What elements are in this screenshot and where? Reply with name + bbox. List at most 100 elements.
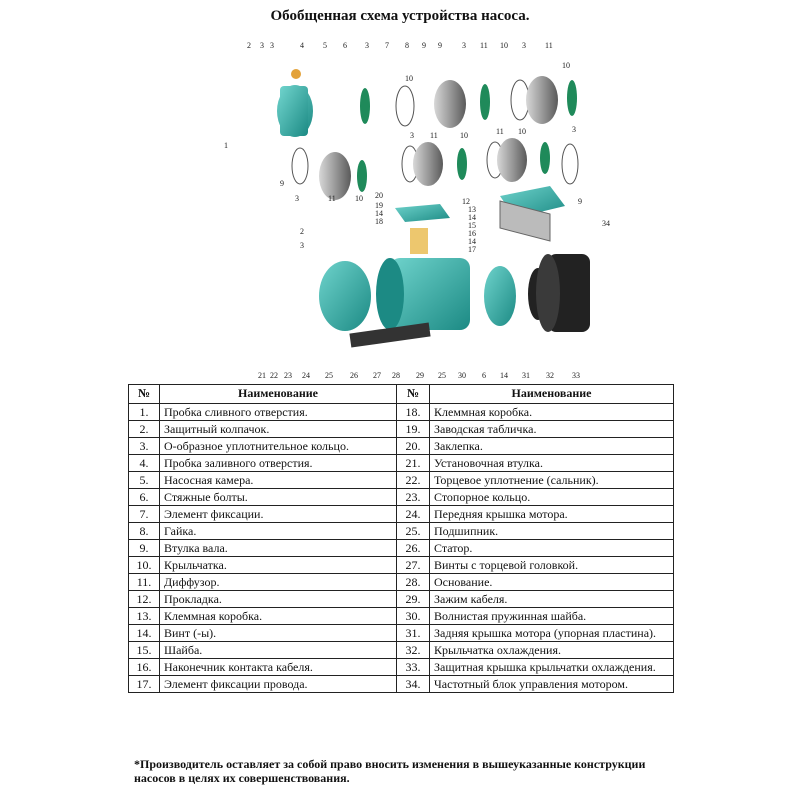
svg-text:21: 21	[258, 371, 266, 380]
part-number: 26.	[396, 539, 430, 557]
manufacturer-note: *Производитель оставляет за собой право …	[134, 757, 646, 785]
part-name: Передняя крышка мотора.	[429, 505, 674, 523]
table-row: 7.Элемент фиксации.24.Передняя крышка мо…	[128, 505, 674, 523]
part-number: 31.	[396, 624, 430, 642]
svg-text:10: 10	[562, 61, 570, 70]
part-number: 21.	[396, 454, 430, 472]
motor-part	[319, 254, 590, 348]
svg-text:11: 11	[430, 131, 438, 140]
parts-table: № Наименование № Наименование 1.Пробка с…	[128, 384, 674, 693]
part-number: 27.	[396, 556, 430, 574]
svg-text:33: 33	[572, 371, 580, 380]
part-name: Защитный колпачок.	[159, 420, 397, 438]
terminal-box-part	[395, 204, 450, 254]
table-row: 11.Диффузор.28.Основание.	[128, 573, 674, 591]
svg-text:10: 10	[405, 74, 413, 83]
part-number: 24.	[396, 505, 430, 523]
svg-text:25: 25	[325, 371, 333, 380]
svg-text:19: 19	[375, 201, 383, 210]
table-row: 14.Винт (-ы).31.Задняя крышка мотора (уп…	[128, 624, 674, 642]
part-name: Волнистая пружинная шайба.	[429, 607, 674, 625]
svg-text:3: 3	[365, 41, 369, 50]
part-number: 9.	[128, 539, 160, 557]
part-name: Задняя крышка мотора (упорная пластина).	[429, 624, 674, 642]
part-name: Крыльчатка охлаждения.	[429, 641, 674, 659]
part-name: Торцевое уплотнение (сальник).	[429, 471, 674, 489]
part-number: 32.	[396, 641, 430, 659]
part-number: 4.	[128, 454, 160, 472]
svg-text:14: 14	[500, 371, 508, 380]
table-row: 1.Пробка сливного отверстия.18.Клеммная …	[128, 403, 674, 421]
svg-text:2: 2	[300, 227, 304, 236]
part-number: 15.	[128, 641, 160, 659]
svg-text:3: 3	[260, 41, 264, 50]
table-row: 10.Крыльчатка.27.Винты с торцевой головк…	[128, 556, 674, 574]
part-name: Установочная втулка.	[429, 454, 674, 472]
table-row: 6.Стяжные болты.23.Стопорное кольцо.	[128, 488, 674, 506]
svg-text:30: 30	[458, 371, 466, 380]
svg-text:11: 11	[545, 41, 553, 50]
part-name: Элемент фиксации.	[159, 505, 397, 523]
part-number: 28.	[396, 573, 430, 591]
svg-text:14: 14	[468, 213, 476, 222]
col-number-header: №	[128, 384, 160, 404]
part-name: Заводская табличка.	[429, 420, 674, 438]
table-row: 13.Клеммная коробка.30.Волнистая пружинн…	[128, 607, 674, 625]
svg-text:8: 8	[405, 41, 409, 50]
col-name-header: Наименование	[159, 384, 397, 404]
svg-text:3: 3	[410, 131, 414, 140]
svg-text:3: 3	[522, 41, 526, 50]
svg-text:29: 29	[416, 371, 424, 380]
table-row: 2.Защитный колпачок.19.Заводская табличк…	[128, 420, 674, 438]
svg-text:20: 20	[375, 191, 383, 200]
svg-text:6: 6	[343, 41, 347, 50]
svg-text:28: 28	[392, 371, 400, 380]
part-number: 2.	[128, 420, 160, 438]
part-number: 16.	[128, 658, 160, 676]
svg-text:7: 7	[385, 41, 389, 50]
svg-text:3: 3	[572, 125, 576, 134]
svg-text:23: 23	[284, 371, 292, 380]
svg-text:3: 3	[270, 41, 274, 50]
part-name: Прокладка.	[159, 590, 397, 608]
svg-text:6: 6	[482, 371, 486, 380]
part-name: Втулка вала.	[159, 539, 397, 557]
part-number: 12.	[128, 590, 160, 608]
svg-text:10: 10	[500, 41, 508, 50]
svg-text:25: 25	[438, 371, 446, 380]
part-number: 19.	[396, 420, 430, 438]
col-number-header: №	[396, 384, 430, 404]
svg-text:17: 17	[468, 245, 476, 254]
impeller-stack-top	[360, 76, 577, 128]
impeller-stack-middle	[291, 138, 579, 200]
svg-text:13: 13	[468, 205, 476, 214]
svg-text:15: 15	[468, 221, 476, 230]
part-number: 34.	[396, 675, 430, 693]
part-name: Винт (-ы).	[159, 624, 397, 642]
svg-text:14: 14	[375, 209, 383, 218]
part-name: Стяжные болты.	[159, 488, 397, 506]
part-number: 11.	[128, 573, 160, 591]
svg-text:9: 9	[280, 179, 284, 188]
svg-text:11: 11	[328, 194, 336, 203]
svg-text:27: 27	[373, 371, 381, 380]
part-number: 5.	[128, 471, 160, 489]
part-name: Статор.	[429, 539, 674, 557]
table-row: 5.Насосная камера.22.Торцевое уплотнение…	[128, 471, 674, 489]
pump-chamber-part	[277, 69, 313, 137]
frequency-controller-part	[499, 186, 565, 242]
part-number: 33.	[396, 658, 430, 676]
part-name: Гайка.	[159, 522, 397, 540]
part-number: 30.	[396, 607, 430, 625]
svg-text:18: 18	[375, 217, 383, 226]
part-number: 10.	[128, 556, 160, 574]
part-name: Основание.	[429, 573, 674, 591]
svg-text:26: 26	[350, 371, 358, 380]
part-number: 14.	[128, 624, 160, 642]
part-number: 20.	[396, 437, 430, 455]
part-name: Винты с торцевой головкой.	[429, 556, 674, 574]
part-name: Защитная крышка крыльчатки охлаждения.	[429, 658, 674, 676]
part-name: Частотный блок управления мотором.	[429, 675, 674, 693]
svg-text:10: 10	[460, 131, 468, 140]
